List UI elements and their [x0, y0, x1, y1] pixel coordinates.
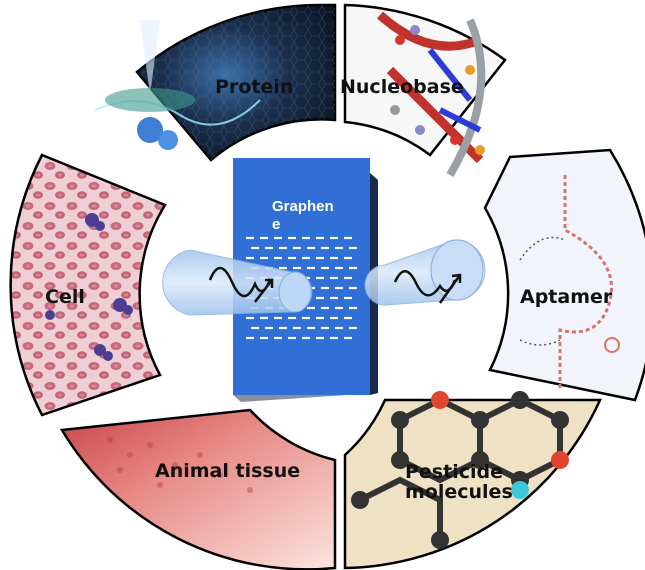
output-wave-tube [364, 239, 486, 306]
graphene-label-line2: e [272, 216, 280, 233]
segment-aptamer: Aptamer [483, 148, 645, 402]
segment-protein: Protein [94, 3, 337, 162]
segment-aptamer-label: Aptamer [520, 286, 613, 308]
segment-animal-tissue: Animal tissue [59, 408, 337, 570]
segment-pesticide-label-line2: molecules [405, 481, 513, 503]
input-wave-tube [162, 249, 313, 316]
segment-cell: Cell [9, 153, 167, 417]
segment-nucleobase-label: Nucleobase [340, 76, 464, 98]
segment-nucleobase: Nucleobase [340, 3, 507, 178]
graphene-label-line1: Graphen [272, 198, 334, 215]
segment-pesticide-label-line1: Pesticide [405, 461, 503, 483]
segment-animal-tissue-label: Animal tissue [155, 460, 300, 482]
segment-cell-label: Cell [45, 286, 85, 308]
segment-pesticide: Pesticide molecules [343, 391, 602, 570]
segment-protein-label: Protein [215, 76, 293, 98]
